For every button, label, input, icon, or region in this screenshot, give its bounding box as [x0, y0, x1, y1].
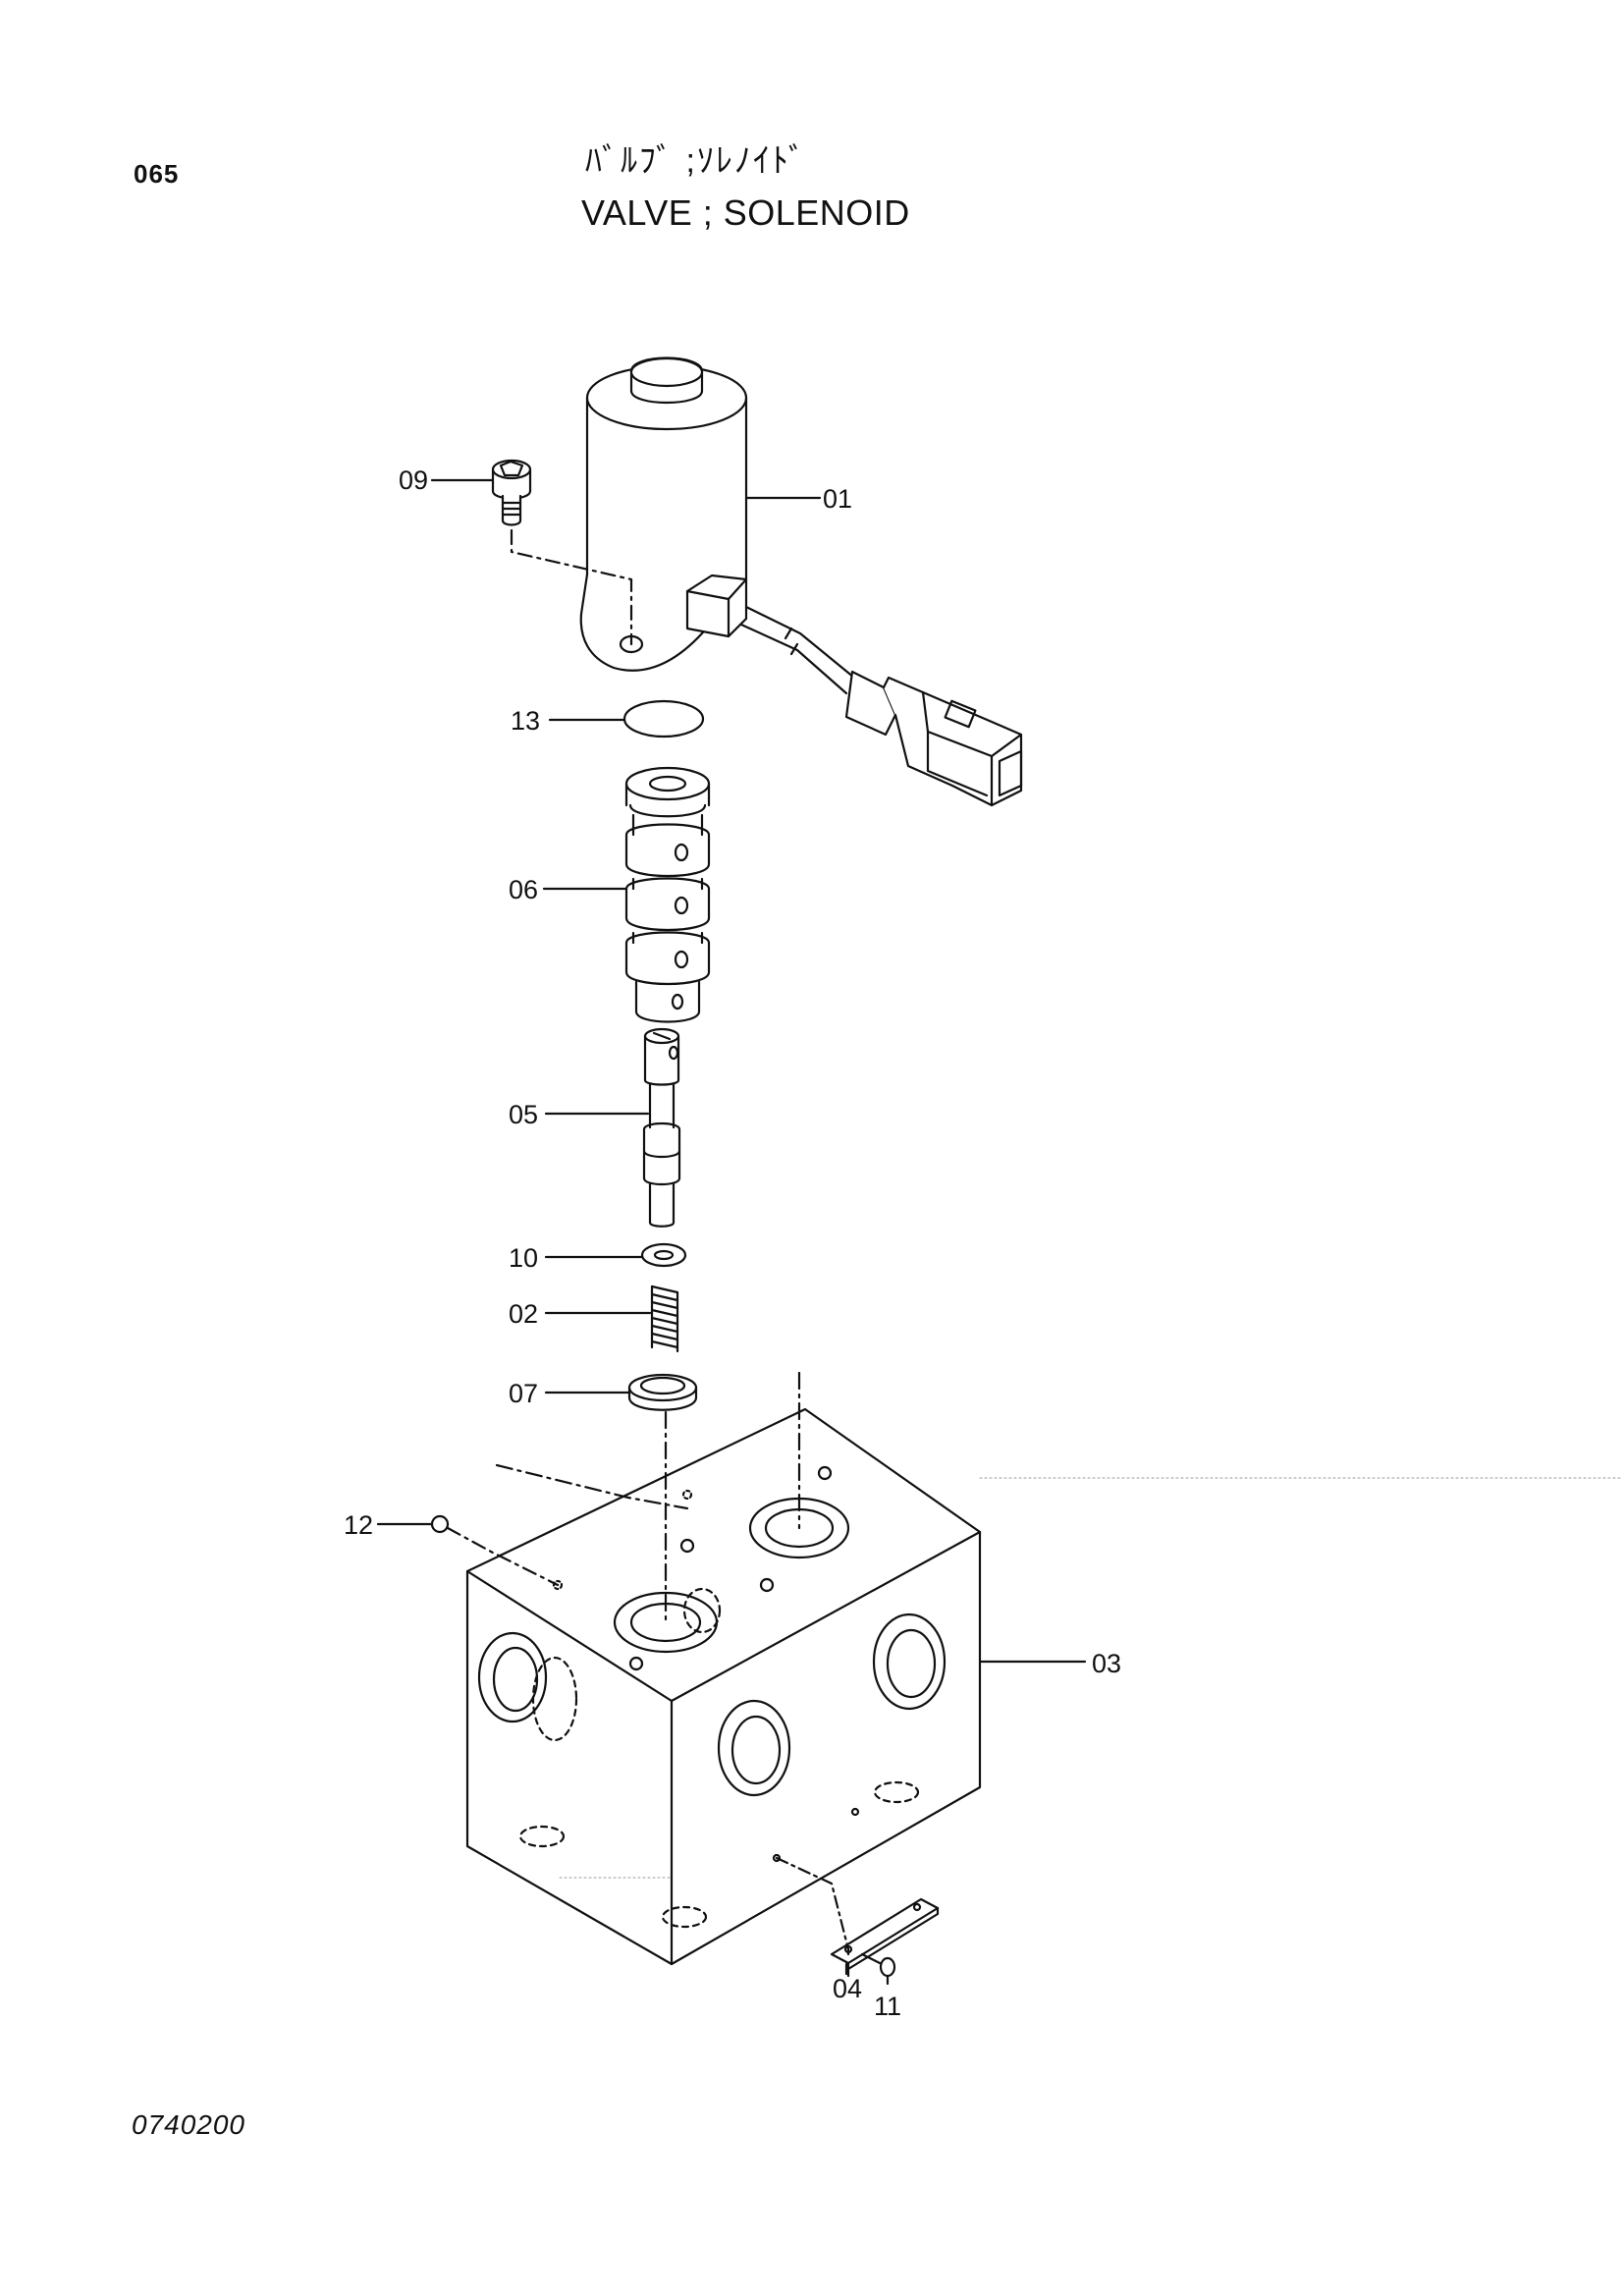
spring [650, 1285, 679, 1353]
cap-screw [491, 459, 532, 526]
valve-body-block [465, 1407, 982, 1966]
valve-sleeve [624, 766, 711, 1023]
ball [430, 1514, 450, 1534]
title-japanese: ﾊﾞﾙﾌﾞ ;ｿﾚﾉｲﾄﾞ [585, 142, 807, 180]
valve-spool [642, 1027, 681, 1228]
document-number: 0740200 [132, 2109, 246, 2140]
label-01: 01 [823, 484, 852, 514]
label-10: 10 [509, 1243, 538, 1273]
label-04: 04 [833, 1974, 862, 2003]
plate-axis-line [775, 1856, 850, 1951]
label-12: 12 [344, 1510, 373, 1540]
label-02: 02 [509, 1299, 538, 1329]
page-code: 065 [134, 159, 180, 189]
ball-path-line [446, 1526, 560, 1587]
label-03: 03 [1092, 1649, 1121, 1678]
plug [627, 1373, 698, 1411]
drive-screw [860, 1952, 896, 1978]
washer [640, 1242, 687, 1268]
label-07: 07 [509, 1379, 538, 1408]
screw-axis-line [510, 528, 633, 646]
title-english: VALVE ; SOLENOID [581, 192, 910, 233]
label-09: 09 [399, 465, 428, 495]
label-11: 11 [874, 1992, 901, 2021]
label-13: 13 [511, 706, 540, 736]
label-06: 06 [509, 875, 538, 904]
ball-axis-line [495, 1463, 689, 1510]
label-05: 05 [509, 1100, 538, 1129]
o-ring [622, 699, 705, 738]
name-plate [830, 1897, 940, 1971]
solenoid-coil [579, 356, 1023, 807]
